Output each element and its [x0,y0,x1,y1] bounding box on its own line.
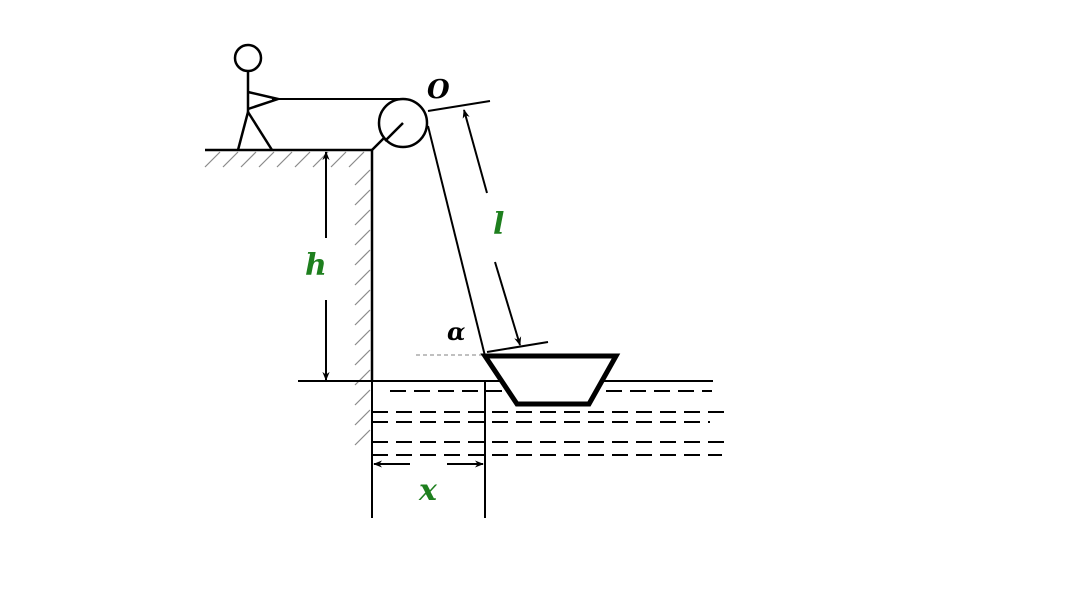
height-label: h [305,248,327,283]
length-tick-top [427,100,491,112]
cliff [205,126,396,382]
pulley [377,97,429,149]
person-head [233,43,263,73]
distance-dimension [371,382,486,518]
boat [480,353,621,407]
person-leg-left [236,111,250,151]
wall-hatching [354,169,371,446]
ground-hatching [204,151,365,168]
rope [272,98,486,357]
length-dimension [427,100,549,353]
distance-label: x [418,473,438,508]
pulley-label: O [427,75,450,105]
person-figure [233,43,283,151]
rope-length-label: l [493,207,504,242]
pulley-axle-arm [384,122,404,142]
rope-slanted [427,125,486,357]
length-arrow-upper [462,109,488,194]
person-arms [247,90,283,111]
length-arrow-lower [494,261,522,346]
person-leg-right [246,111,274,151]
length-tick-bottom [486,341,549,353]
angle-label: α [447,317,465,346]
